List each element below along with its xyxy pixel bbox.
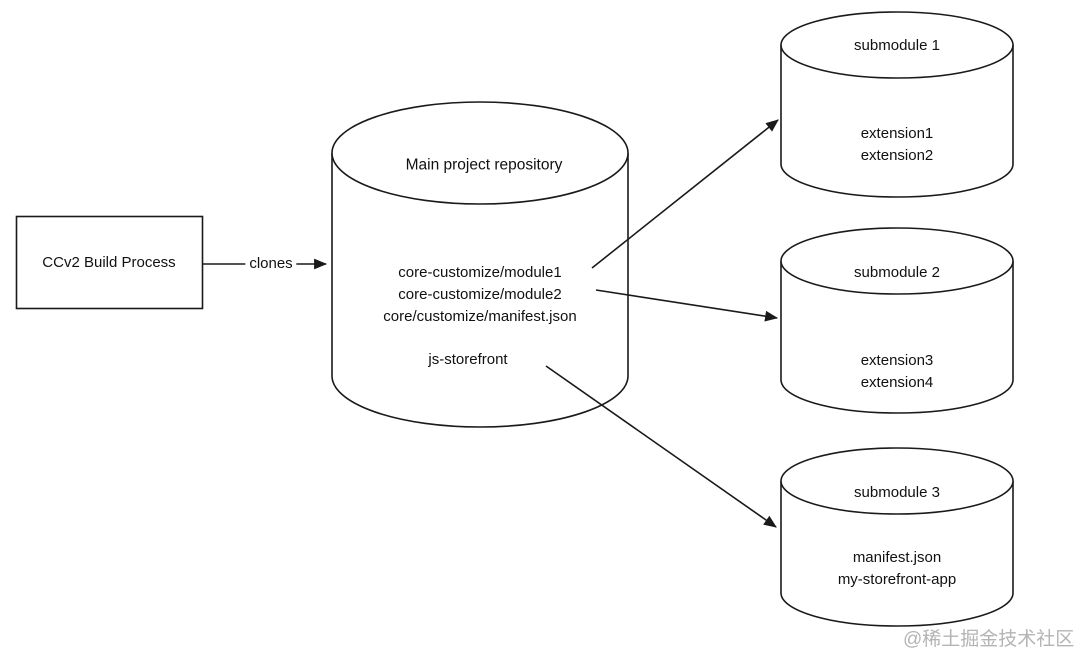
arrow-module2-to-submodule2 [595,289,779,322]
submodule-3-cylinder-body [780,481,1014,627]
main-repo-item-module1: core-customize/module1 [398,264,562,281]
submodule-1-cylinder [780,11,1014,198]
submodule-2-cylinder [780,227,1014,414]
submodule-1-title: submodule 1 [854,37,940,54]
submodule-3-item-manifest: manifest.json [852,549,942,566]
submodule-3-cylinder [780,447,1014,627]
clones-arrow-label: clones [245,255,297,273]
submodule-3-title: submodule 3 [854,484,940,501]
watermark: @稀土掘金技术社区 [903,629,1075,650]
submodule-3-cylinder-top [780,447,1014,515]
submodule-2-item-extension4: extension4 [860,374,934,391]
ccv2-build-process-label: CCv2 Build Process [42,254,176,271]
main-repo-item-manifest: core/customize/manifest.json [383,308,577,325]
main-repo-item-js-storefront: js-storefront [428,351,508,368]
submodule-1-item-extension2: extension2 [860,147,934,164]
submodule-3-item-storefront-app: my-storefront-app [837,571,957,588]
submodule-1-item-extension1: extension1 [860,125,934,142]
ccv2-build-process-box [15,215,204,310]
arrow-jsstorefront-to-submodule3 [545,365,777,528]
submodule-1-cylinder-top [780,11,1014,79]
submodule-2-item-extension3: extension3 [860,352,934,369]
submodule-1-cylinder-body [780,45,1014,198]
main-repo-title: Main project repository [405,156,563,174]
submodule-2-title: submodule 2 [854,264,940,281]
main-repo-item-module2: core-customize/module2 [398,286,562,303]
arrow-module1-to-submodule1 [591,119,779,269]
submodule-2-cylinder-body [780,261,1014,414]
main-repo-cylinder [331,101,629,428]
submodule-2-cylinder-top [780,227,1014,295]
main-repo-cylinder-body [331,153,629,428]
main-repo-cylinder-top [331,101,629,205]
